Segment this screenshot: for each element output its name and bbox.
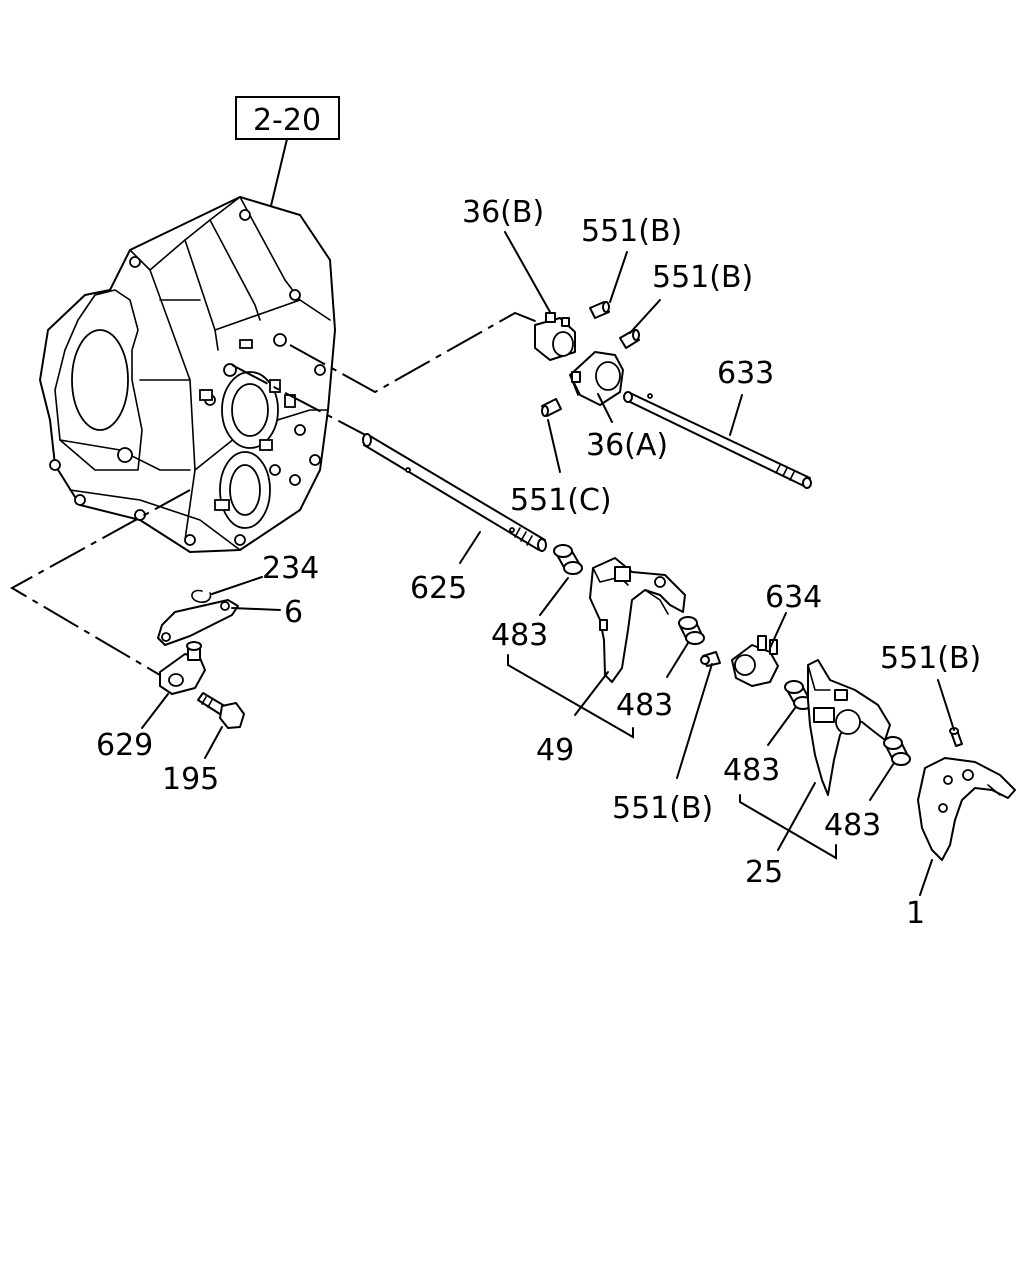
alignment-line-629 [9,489,191,679]
shift-rod-633 [623,391,812,489]
snap-ring-234 [191,589,212,603]
callout-551b-2: 551(B) [652,260,753,295]
callout-49: 49 [536,733,574,768]
reference-box-label: 2-20 [253,103,321,138]
callout-483-2: 483 [616,688,673,723]
callout-36b: 36(B) [462,195,544,230]
shift-fork-1 [917,757,1016,861]
shift-block-36a [569,351,624,406]
pin-551b-right [949,727,963,747]
lever-629 [159,641,206,695]
callout-25: 25 [745,855,783,890]
bushing-483-4 [883,736,911,766]
callout-483-4: 483 [824,808,881,843]
lever-plate-6 [157,599,239,646]
shift-rod-625 [362,433,547,552]
alignment-line-36b [289,311,546,394]
bolt-195 [197,692,245,729]
pin-551b-middle [700,651,721,667]
callout-633: 633 [717,356,774,391]
callout-629: 629 [96,728,153,763]
callout-483-3: 483 [723,753,780,788]
bushing-483-1 [553,544,583,575]
shift-fork-49 [589,557,686,683]
callout-6: 6 [284,595,303,630]
callout-234: 234 [262,551,319,586]
callout-36a: 36(A) [586,428,668,463]
callout-551c: 551(C) [510,483,612,518]
bushing-483-2 [678,616,705,645]
callout-625: 625 [410,571,467,606]
shift-block-36b [534,312,576,361]
pin-551c [541,398,562,417]
reference-box-2-20: 2-20 [235,96,340,211]
pin-551b-upper-1 [589,301,610,319]
shift-block-634 [731,635,779,687]
alignment-line-625 [231,364,376,441]
callout-551b-4: 551(B) [880,641,981,676]
callout-551b-3: 551(B) [612,791,713,826]
callout-551b-1: 551(B) [581,214,682,249]
callout-1: 1 [906,896,925,931]
callout-634: 634 [765,580,822,615]
callout-195: 195 [162,762,219,797]
shift-fork-25 [807,659,891,796]
transmission-housing [39,196,336,553]
callout-483-1: 483 [491,618,548,653]
